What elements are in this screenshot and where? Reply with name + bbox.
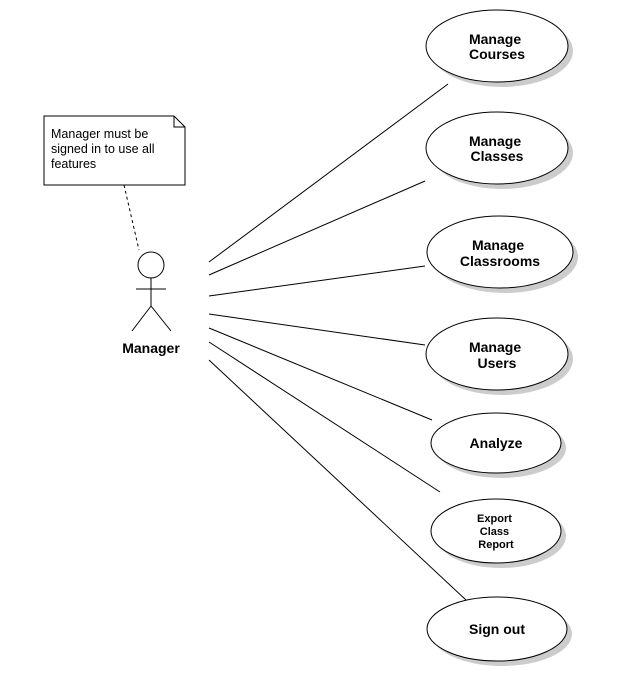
use-case-label-line: Classrooms bbox=[460, 253, 540, 269]
use-case-label: Manage Classes bbox=[469, 133, 525, 164]
use-case-label-line: Manage bbox=[469, 133, 521, 149]
use-case-export-class-report: Export Class Report bbox=[430, 498, 566, 568]
use-case-label: Manage Users bbox=[469, 339, 525, 371]
association-manage-classes bbox=[208, 180, 426, 276]
note-fold bbox=[173, 116, 185, 128]
use-case-ellipse bbox=[425, 111, 569, 185]
use-case-manage-classes: Manage Classes bbox=[425, 111, 573, 189]
note-line: Manager must be bbox=[51, 127, 148, 141]
use-case-analyze: Analyze bbox=[430, 412, 566, 478]
use-case-ellipse bbox=[426, 596, 568, 662]
use-case-ellipse bbox=[425, 317, 569, 391]
use-case-ellipse bbox=[426, 215, 574, 289]
actor-head bbox=[137, 251, 165, 279]
use-case-manage-users: Manage Users bbox=[425, 317, 573, 395]
use-case-label-line: Users bbox=[478, 355, 517, 371]
note-line: features bbox=[51, 157, 96, 171]
use-case-label-line: Report bbox=[478, 539, 514, 551]
actor-label: Manager bbox=[122, 340, 180, 356]
use-case-label: Sign out bbox=[469, 621, 525, 637]
association-manage-classrooms bbox=[208, 265, 426, 297]
actor-manager bbox=[131, 251, 172, 332]
actor-right-leg bbox=[150, 305, 172, 332]
association-export-class-report bbox=[208, 341, 441, 493]
note-text: Manager must be signed in to use all fea… bbox=[51, 127, 158, 171]
use-case-label: Analyze bbox=[470, 435, 523, 451]
use-case-label: Export Class Report bbox=[477, 513, 515, 551]
use-case-ellipse bbox=[425, 9, 569, 83]
note: Manager must be signed in to use all fea… bbox=[43, 115, 186, 186]
use-case-sign-out: Sign out bbox=[426, 596, 572, 666]
use-case-label-line: Sign out bbox=[469, 621, 525, 637]
association-manage-users bbox=[208, 313, 426, 346]
association-sign-out bbox=[208, 359, 467, 601]
actor-left-leg bbox=[131, 305, 152, 332]
use-case-label: Manage Courses bbox=[469, 31, 525, 62]
use-case-ellipse bbox=[430, 498, 562, 564]
use-case-manage-classrooms: Manage Classrooms bbox=[426, 215, 578, 293]
use-case-label-line: Manage bbox=[472, 237, 524, 253]
use-case-manage-courses: Manage Courses bbox=[425, 9, 573, 87]
association-manage-courses bbox=[208, 83, 449, 263]
use-case-label-line: Export bbox=[477, 513, 512, 525]
note-line: signed in to use all bbox=[51, 142, 155, 156]
use-case-ellipse bbox=[430, 412, 562, 474]
use-case-label-line: Classes bbox=[471, 148, 524, 164]
use-case-label-line: Manage bbox=[469, 339, 521, 355]
use-case-label-line: Analyze bbox=[470, 435, 523, 451]
note-anchor-line bbox=[123, 184, 140, 251]
use-case-label-line: Class bbox=[480, 526, 509, 538]
association-analyze bbox=[208, 327, 433, 421]
note-shape bbox=[43, 115, 186, 186]
use-case-label-line: Manage bbox=[469, 31, 521, 47]
use-case-label-line: Courses bbox=[469, 46, 525, 62]
use-case-label: Manage Classrooms bbox=[460, 237, 540, 269]
associations bbox=[208, 83, 467, 601]
